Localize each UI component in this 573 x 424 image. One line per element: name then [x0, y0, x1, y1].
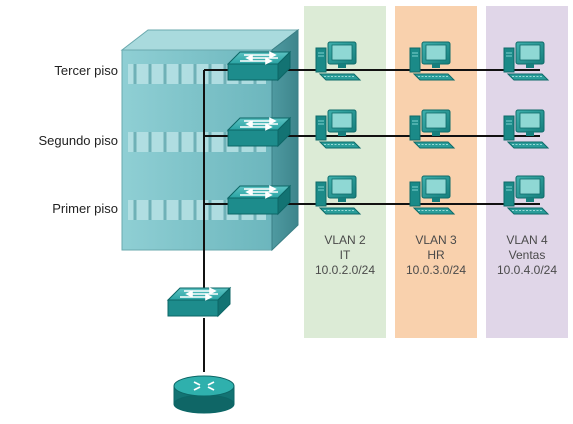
- pc-icon[interactable]: [503, 41, 549, 81]
- vlan-4-dept: Ventas: [508, 248, 546, 262]
- pc-icon[interactable]: [503, 109, 549, 149]
- vlan-3-subnet: 10.0.3.0/24: [405, 263, 467, 277]
- vlan-2-label: VLAN 2 IT 10.0.2.0/24: [305, 233, 385, 278]
- pc-icon[interactable]: [409, 109, 455, 149]
- pc-icon[interactable]: [315, 41, 361, 81]
- switch-icon[interactable]: [227, 185, 291, 215]
- pc-icon[interactable]: [315, 109, 361, 149]
- vlan-3-label: VLAN 3 HR 10.0.3.0/24: [396, 233, 476, 278]
- vlan-3-name: VLAN 3: [415, 233, 457, 247]
- pc-icon[interactable]: [409, 175, 455, 215]
- switch-icon[interactable]: [227, 117, 291, 147]
- floor-label-tercer: Tercer piso: [54, 63, 118, 78]
- vlan-2-subnet: 10.0.2.0/24: [314, 263, 376, 277]
- pc-icon[interactable]: [503, 175, 549, 215]
- vlan-3-dept: HR: [427, 248, 445, 262]
- vlan-4-subnet: 10.0.4.0/24: [496, 263, 558, 277]
- pc-icon[interactable]: [315, 175, 361, 215]
- pc-icon[interactable]: [409, 41, 455, 81]
- switch-icon[interactable]: [227, 51, 291, 81]
- vlan-2-dept: IT: [339, 248, 351, 262]
- floor-label-segundo: Segundo piso: [38, 133, 118, 148]
- vlan-4-name: VLAN 4: [506, 233, 548, 247]
- vlan-2-name: VLAN 2: [324, 233, 366, 247]
- vlan-4-label: VLAN 4 Ventas 10.0.4.0/24: [487, 233, 567, 278]
- switch-icon[interactable]: [167, 287, 231, 317]
- floor-label-primer: Primer piso: [52, 201, 118, 216]
- router-icon[interactable]: [173, 375, 235, 414]
